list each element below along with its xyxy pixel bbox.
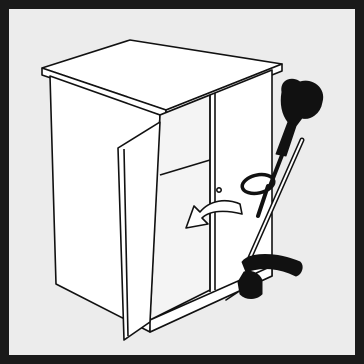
door-knob	[217, 188, 221, 192]
trimmer-head	[238, 271, 262, 298]
trimmer-grip	[276, 122, 296, 156]
trimmer-engine	[281, 79, 322, 126]
